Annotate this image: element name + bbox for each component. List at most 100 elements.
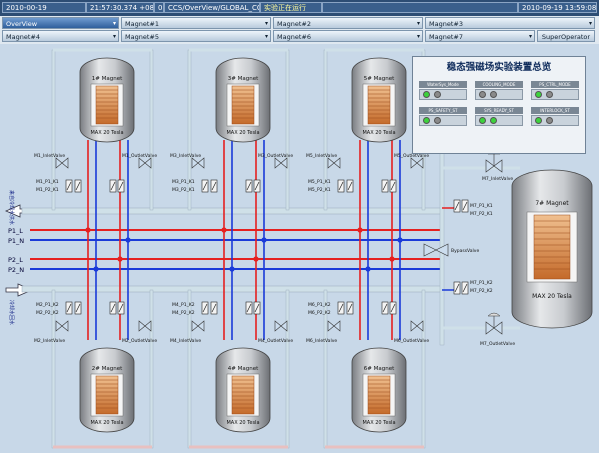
valve-label: M5_OutletValve [394, 153, 429, 159]
valve-label: M3_OutletValve [258, 153, 293, 159]
date-field: 2010-00-19 [2, 2, 86, 13]
magnet-name: 1# Magnet [92, 76, 123, 82]
switch-toggle[interactable] [117, 301, 125, 315]
magnet-max: MAX 20 Tesla [90, 420, 123, 426]
inlet-valve[interactable] [327, 320, 341, 332]
switch-toggle[interactable] [461, 199, 469, 213]
status-lamp-icon [479, 91, 486, 98]
status-lamp-icon [535, 91, 542, 98]
indicator[interactable]: INTERLOCK_ST [531, 107, 579, 127]
outlet-valve[interactable] [274, 320, 288, 332]
tab-magnet-7[interactable]: Magnet#7▾ [425, 30, 535, 42]
switch-toggle[interactable] [210, 301, 218, 315]
switch-toggle[interactable] [201, 179, 209, 193]
tab-magnet-1[interactable]: Magnet#1▾ [121, 17, 271, 29]
panel-title: 稳态强磁场实验装置总览 [446, 62, 552, 73]
m7-outlet-valve[interactable] [485, 312, 503, 335]
outlet-valve[interactable] [274, 157, 288, 169]
switch-toggle[interactable] [210, 179, 218, 193]
chevron-down-icon: ▾ [112, 20, 116, 27]
outlet-valve[interactable] [410, 157, 424, 169]
outlet-valve[interactable] [138, 157, 152, 169]
overview-panel: 稳态强磁场实验装置总览 WaterSys_Mode COOLING_MODE P… [412, 56, 586, 154]
magnet-column-1 [51, 48, 154, 449]
switch-toggle[interactable] [346, 179, 354, 193]
magnet-max: MAX 20 Tesla [362, 420, 395, 426]
switch-toggle[interactable] [381, 301, 389, 315]
indicator[interactable]: WaterSys_Mode [419, 81, 467, 101]
indicator[interactable]: PS_SAFETY_ST [419, 107, 467, 127]
indicator[interactable]: SYS_READY_ST [475, 107, 523, 127]
valve-label: M4_OutletValve [258, 338, 293, 344]
switch-toggle[interactable] [109, 179, 117, 193]
valve-label: M3_InletValve [170, 153, 201, 159]
outlet-valve[interactable] [138, 320, 152, 332]
chevron-down-icon: ▾ [264, 33, 268, 40]
bus-label: P2_N [8, 266, 24, 274]
switch-label: M7_P1_K2 [470, 280, 493, 286]
bypass-valve[interactable] [423, 243, 449, 257]
switch-toggle[interactable] [109, 301, 117, 315]
inlet-valve[interactable] [55, 157, 69, 169]
magnet-name: 7# Magnet [535, 200, 569, 207]
tab-magnet-2[interactable]: Magnet#2▾ [273, 17, 423, 29]
inlet-valve[interactable] [191, 157, 205, 169]
magnet-name: 2# Magnet [92, 366, 123, 372]
switch-label: M5_P2_K1 [308, 187, 331, 193]
bus-label: P2_L [8, 256, 23, 264]
tab-magnet-3[interactable]: Magnet#3▾ [425, 17, 595, 29]
bus-label: P1_N [8, 237, 24, 245]
valve-label: M6_OutletValve [394, 338, 429, 344]
operator-button[interactable]: SuperOperator [537, 30, 595, 42]
switch-label: M1_P2_K1 [36, 187, 59, 193]
tab-magnet-6[interactable]: Magnet#6▾ [273, 30, 423, 42]
switch-toggle[interactable] [453, 281, 461, 295]
switch-toggle[interactable] [453, 199, 461, 213]
switch-toggle[interactable] [381, 179, 389, 193]
indicator[interactable]: COOLING_MODE [475, 81, 523, 101]
switch-toggle[interactable] [65, 179, 73, 193]
switch-toggle[interactable] [346, 301, 354, 315]
switch-toggle[interactable] [117, 179, 125, 193]
switch-toggle[interactable] [389, 179, 397, 193]
switch-toggle[interactable] [253, 301, 261, 315]
magnet-name: 3# Magnet [228, 76, 259, 82]
status-lamp-icon [434, 91, 441, 98]
status-lamp-icon [546, 117, 553, 124]
switch-toggle[interactable] [245, 179, 253, 193]
magnet-max: MAX 20 Tesla [226, 420, 259, 426]
switch-toggle[interactable] [461, 281, 469, 295]
process-diagram: 来自冷却水供水 冷却水回水 P1_L P1_N P2_L P2_N [4, 48, 593, 450]
switch-toggle[interactable] [74, 179, 82, 193]
switch-label: M2_P2_K2 [36, 310, 59, 316]
switch-toggle[interactable] [201, 301, 209, 315]
switch-toggle[interactable] [337, 301, 345, 315]
tab-magnet-4[interactable]: Magnet#4▾ [2, 30, 119, 42]
status-lamp-icon [546, 91, 553, 98]
magnet-7-tank [439, 149, 593, 346]
switch-toggle[interactable] [245, 301, 253, 315]
outlet-valve[interactable] [410, 320, 424, 332]
tab-magnet-5[interactable]: Magnet#5▾ [121, 30, 271, 42]
switch-toggle[interactable] [253, 179, 261, 193]
switch-toggle[interactable] [65, 301, 73, 315]
inlet-valve[interactable] [327, 157, 341, 169]
bus-label: P1_L [8, 227, 23, 235]
magnet-name: 5# Magnet [364, 76, 395, 82]
tab-overview[interactable]: OverView▾ [2, 17, 119, 29]
switch-toggle[interactable] [389, 301, 397, 315]
switch-label: M5_P1_K1 [308, 179, 331, 185]
path-field: CCS/OverView/GLOBAL_CONC [164, 2, 260, 13]
switch-toggle[interactable] [74, 301, 82, 315]
indicator[interactable]: PS_CTRL_MODE [531, 81, 579, 101]
status-bar: 2010-00-19 21:57:30.374 +08:00 0 CCS/Ove… [0, 0, 599, 16]
switch-label: M3_P1_K1 [172, 179, 195, 185]
status-lamp-icon [490, 91, 497, 98]
inlet-valve[interactable] [191, 320, 205, 332]
switch-toggle[interactable] [337, 179, 345, 193]
bypass-valve-label: BypassValve [451, 248, 479, 254]
inlet-valve[interactable] [55, 320, 69, 332]
switch-label: M7_P2_K1 [470, 211, 493, 217]
switch-label: M4_P2_K2 [172, 310, 195, 316]
valve-label: M5_InletValve [306, 153, 337, 159]
